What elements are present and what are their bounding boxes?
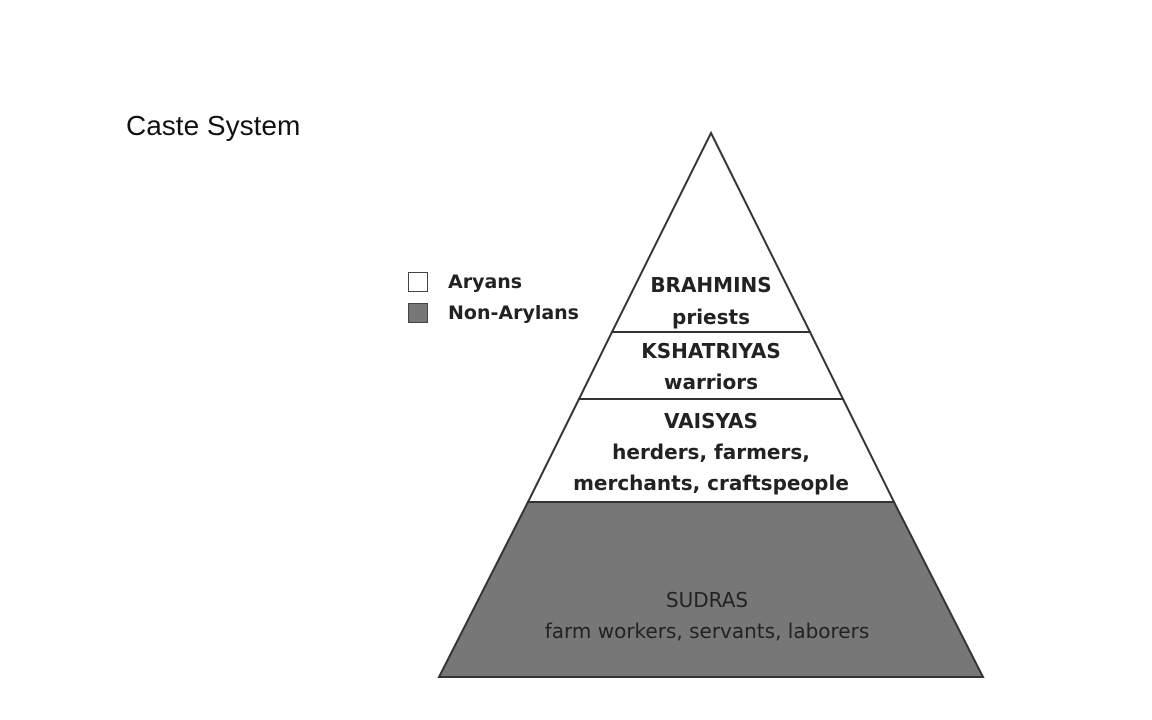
- page-title: Caste System: [126, 110, 301, 141]
- legend-swatch-non-aryans: [408, 302, 428, 323]
- tier-brahmins-name: BRAHMINS: [650, 273, 771, 297]
- tier-vaisyas-role-line2: merchants, craftspeople: [573, 471, 849, 495]
- tier-sudras-shape: [437, 501, 985, 678]
- legend-item-aryans: Aryans: [408, 266, 579, 297]
- tier-kshatriyas-role: warriors: [664, 370, 758, 394]
- tier-vaisyas-role-line1: herders, farmers,: [612, 440, 810, 464]
- tier-kshatriyas-name: KSHATRIYAS: [641, 339, 781, 363]
- legend-label-aryans: Aryans: [448, 270, 523, 293]
- legend-item-non-aryans: Non-Arylans: [408, 297, 579, 328]
- tier-brahmins-role: priests: [672, 305, 750, 329]
- tier-brahmins-shape: [610, 130, 812, 333]
- tier-vaisyas-name: VAISYAS: [664, 409, 758, 433]
- tier-sudras-role: farm workers, servants, laborers: [545, 619, 870, 643]
- legend-swatch-aryans: [408, 271, 428, 292]
- legend-label-non-aryans: Non-Arylans: [448, 301, 579, 324]
- tier-sudras-name: SUDRAS: [666, 588, 748, 612]
- legend: Aryans Non-Arylans: [408, 266, 579, 328]
